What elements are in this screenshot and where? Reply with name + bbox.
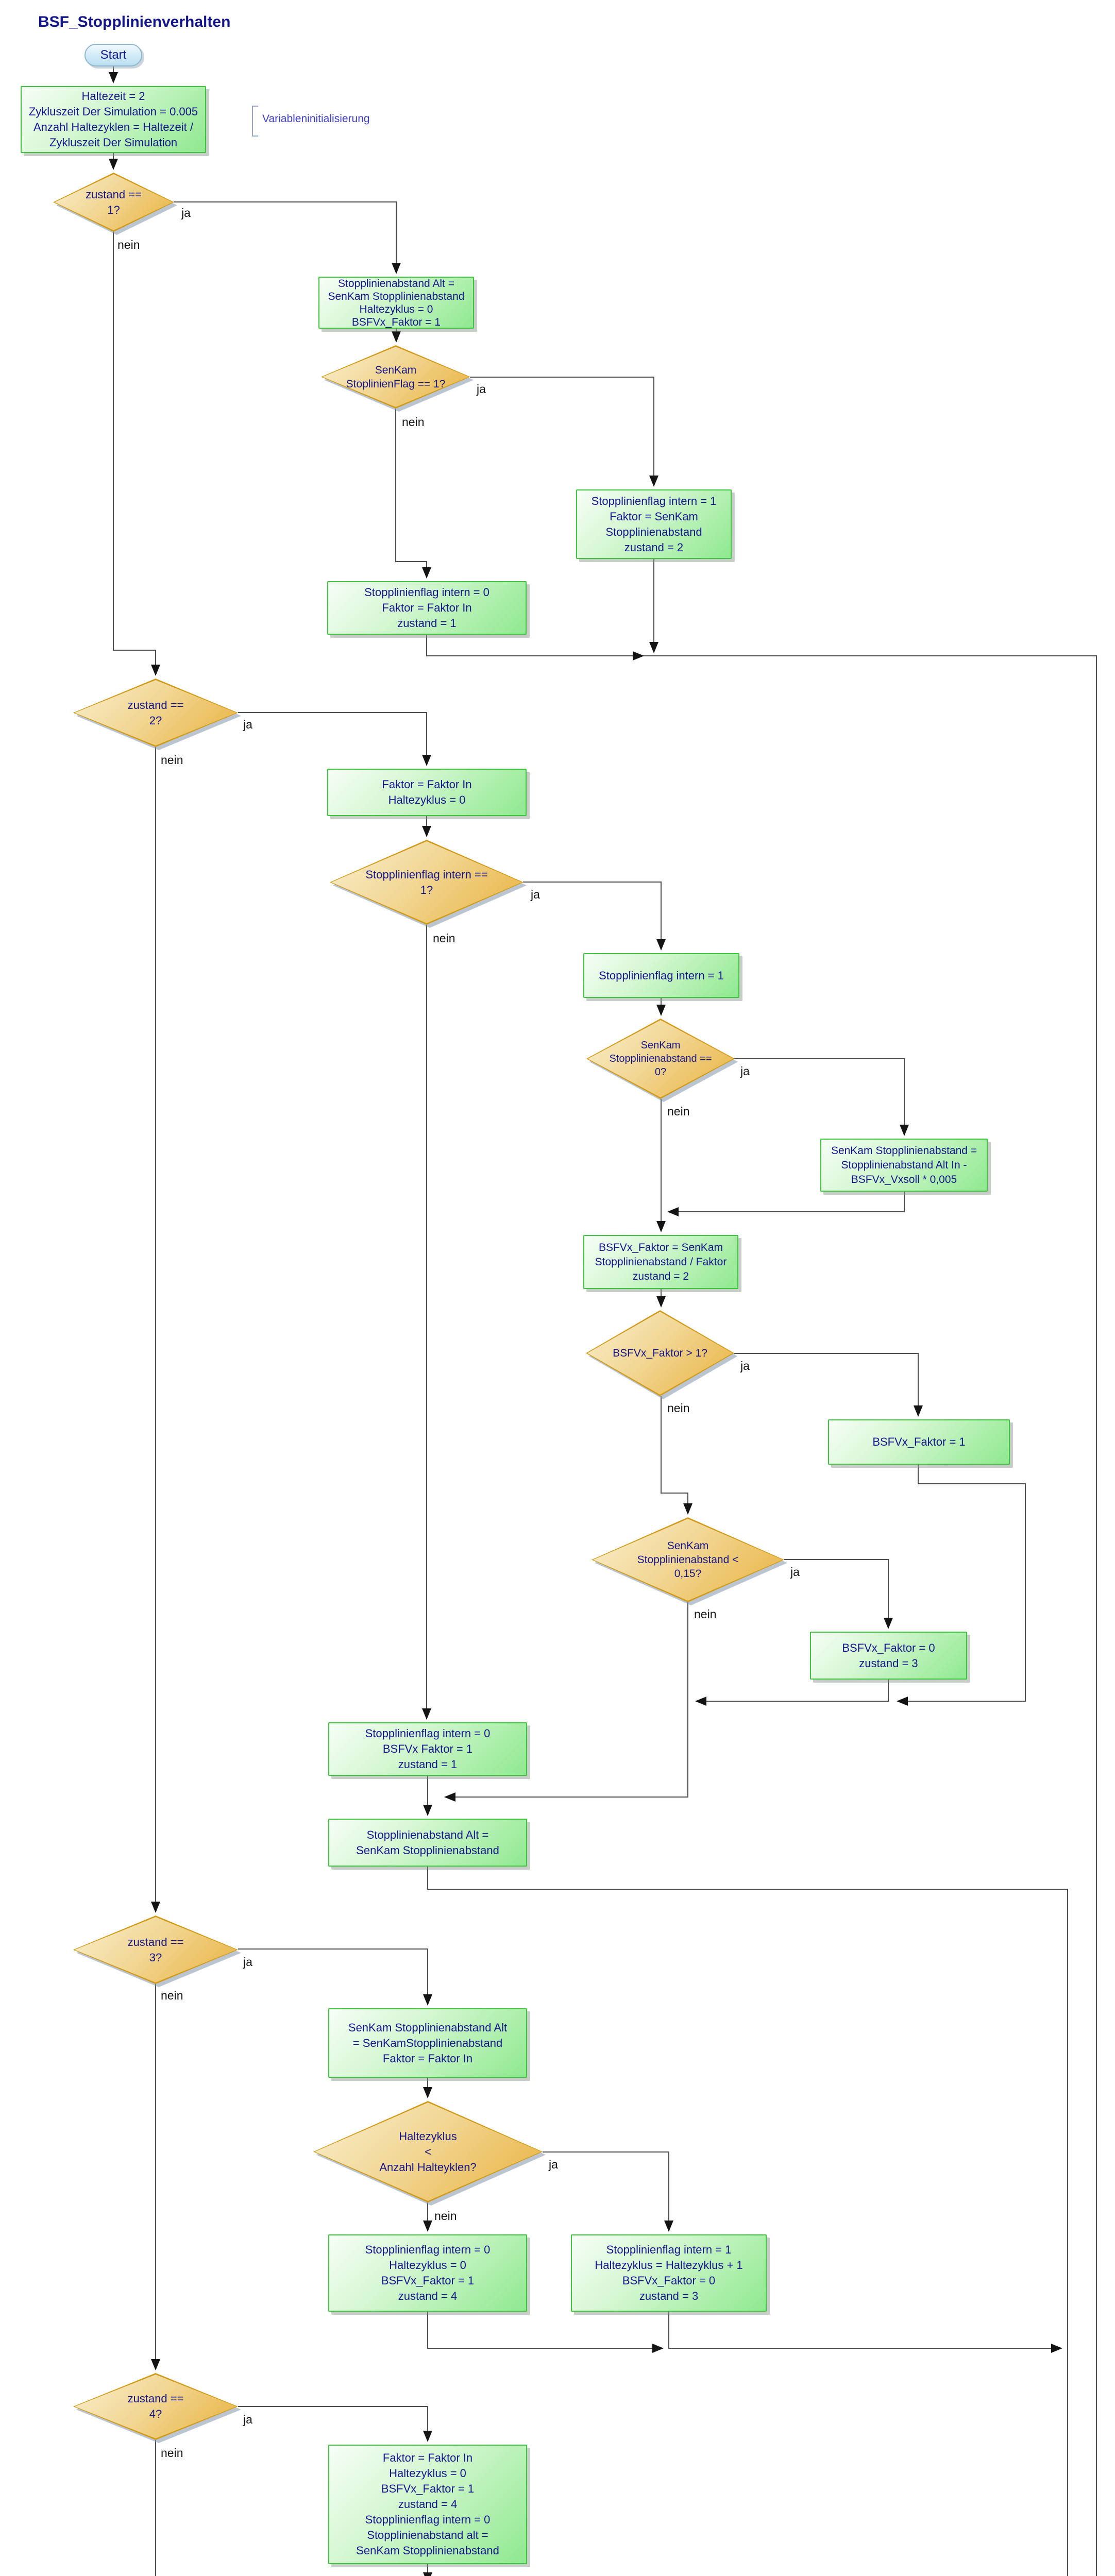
- edge-label-nein: nein: [694, 1607, 717, 1621]
- edge-label-nein: nein: [434, 2209, 457, 2223]
- process-alt-update-text: Stopplinienabstand Alt = SenKam Stopplin…: [356, 1828, 499, 1857]
- decision-zustand-3-text: zustand == 3?: [127, 1935, 184, 1964]
- edge-label-nein: nein: [161, 2446, 183, 2460]
- process-halte0[interactable]: Stopplinienflag intern = 0 Haltezyklus =…: [328, 2234, 527, 2312]
- edge-label-nein: nein: [117, 238, 140, 251]
- process-flag0-text: Stopplinienflag intern = 0 Faktor = Fakt…: [364, 586, 489, 630]
- process-faktor-in-text: Faktor = Faktor In Haltezyklus = 0: [382, 778, 472, 806]
- note-variableninitialisierung: Variableninitialisierung: [252, 106, 370, 137]
- edge-label-nein: nein: [433, 931, 455, 945]
- decision-flag-intern[interactable]: Stopplinienflag intern == 1?: [330, 840, 527, 928]
- process-halte1[interactable]: Stopplinienflag intern = 1 Haltezyklus =…: [571, 2234, 767, 2312]
- edge-label-ja: ja: [740, 1359, 750, 1372]
- edge-label-nein: nein: [402, 415, 425, 429]
- process-big-reset[interactable]: Faktor = Faktor In Haltezyklus = 0 BSFVx…: [328, 2445, 527, 2564]
- decision-zustand-3[interactable]: zustand == 3?: [73, 1916, 241, 1987]
- decision-abstand-lt015-text: SenKam Stopplinienabstand < 0,15?: [637, 1540, 739, 1580]
- process-flag0[interactable]: Stopplinienflag intern = 0 Faktor = Fakt…: [327, 581, 527, 635]
- process-reset1-text: Stopplinienflag intern = 0 BSFVx Faktor …: [365, 1727, 491, 1771]
- edge-label-ja: ja: [531, 888, 540, 901]
- diagram-title: BSF_Stopplinienverhalten: [38, 13, 231, 30]
- decision-flag-intern-text: Stopplinienflag intern == 1?: [365, 868, 488, 896]
- decision-zustand-4[interactable]: zustand == 4?: [73, 2373, 241, 2443]
- decision-zustand-2[interactable]: zustand == 2?: [73, 679, 241, 750]
- edge-label-ja: ja: [181, 206, 191, 219]
- start-label: Start: [100, 48, 127, 62]
- edge-label-nein: nein: [161, 1989, 183, 2002]
- process-faktor-eq1[interactable]: BSFVx_Faktor = 1: [828, 1419, 1010, 1465]
- edge-label-nein: nein: [667, 1105, 690, 1118]
- process-faktor-eq0-text: BSFVx_Faktor = 0 zustand = 3: [842, 1641, 935, 1670]
- process-flag1[interactable]: Stopplinienflag intern = 1 Faktor = SenK…: [576, 489, 732, 559]
- edge-label-ja: ja: [243, 718, 252, 731]
- decision-abstand-0[interactable]: SenKam Stopplinienabstand == 0?: [586, 1019, 738, 1102]
- process-intern1-text: Stopplinienflag intern = 1: [599, 969, 724, 982]
- note-text: Variableninitialisierung: [262, 113, 370, 125]
- process-bsfvx-calc-text: BSFVx_Faktor = SenKam Stopplinienabstand…: [595, 1241, 727, 1282]
- decision-faktor-gt1[interactable]: BSFVx_Faktor > 1?: [586, 1310, 737, 1399]
- decision-zustand-2-text: zustand == 2?: [127, 698, 184, 727]
- process-reset1[interactable]: Stopplinienflag intern = 0 BSFVx Faktor …: [328, 1722, 527, 1776]
- process-flag1-text: Stopplinienflag intern = 1 Faktor = SenK…: [591, 494, 717, 554]
- process-halte1-text: Stopplinienflag intern = 1 Haltezyklus =…: [595, 2243, 743, 2302]
- process-big-reset-text: Faktor = Faktor In Haltezyklus = 0 BSFVx…: [356, 2451, 499, 2557]
- process-intern1[interactable]: Stopplinienflag intern = 1: [583, 953, 739, 998]
- process-senkam-alt[interactable]: SenKam Stopplinienabstand Alt = SenKamSt…: [328, 2008, 527, 2078]
- process-abstand-alt[interactable]: Stopplinienabstand Alt = SenKam Stopplin…: [318, 277, 474, 329]
- process-alt-update[interactable]: Stopplinienabstand Alt = SenKam Stopplin…: [328, 1819, 527, 1867]
- decision-abstand-lt015[interactable]: SenKam Stopplinienabstand < 0,15?: [592, 1517, 787, 1605]
- process-faktor-eq1-text: BSFVx_Faktor = 1: [872, 1435, 966, 1448]
- process-senkam-calc-text: SenKam Stopplinienabstand = Stoppliniena…: [831, 1144, 977, 1185]
- process-faktor-eq0[interactable]: BSFVx_Faktor = 0 zustand = 3: [810, 1632, 967, 1680]
- edge-label-ja: ja: [740, 1064, 750, 1078]
- edge-label-ja: ja: [243, 1955, 252, 1969]
- decision-haltezyklus-text: Haltezyklus < Anzahl Halteyklen?: [379, 2129, 477, 2174]
- decision-zustand-1[interactable]: zustand == 1?: [53, 173, 177, 235]
- edge-label-ja: ja: [243, 2413, 252, 2426]
- edge-label-ja: ja: [790, 1565, 800, 1579]
- process-senkam-calc[interactable]: SenKam Stopplinienabstand = Stoppliniena…: [820, 1139, 988, 1192]
- decision-abstand-0-text: SenKam Stopplinienabstand == 0?: [609, 1040, 712, 1078]
- edge-label-nein: nein: [161, 753, 183, 767]
- process-senkam-alt-text: SenKam Stopplinienabstand Alt = SenKamSt…: [348, 2021, 508, 2065]
- start-node[interactable]: Start: [85, 44, 142, 66]
- decision-stoplinienflag-text: SenKam StoplinienFlag == 1?: [346, 364, 446, 390]
- decision-stoplinienflag[interactable]: SenKam StoplinienFlag == 1?: [321, 345, 474, 412]
- decision-haltezyklus[interactable]: Haltezyklus < Anzahl Halteyklen?: [313, 2101, 546, 2206]
- decision-zustand-4-text: zustand == 4?: [127, 2392, 184, 2420]
- process-faktor-in[interactable]: Faktor = Faktor In Haltezyklus = 0: [327, 769, 527, 816]
- process-init-text: Haltezeit = 2 Zykluszeit Der Simulation …: [28, 90, 198, 149]
- edge-label-nein: nein: [667, 1401, 690, 1415]
- process-halte0-text: Stopplinienflag intern = 0 Haltezyklus =…: [365, 2243, 491, 2302]
- note-bracket-icon: [252, 106, 258, 137]
- process-abstand-alt-text: Stopplinienabstand Alt = SenKam Stopplin…: [328, 277, 465, 328]
- process-bsfvx-calc[interactable]: BSFVx_Faktor = SenKam Stopplinienabstand…: [583, 1235, 738, 1289]
- edge-label-ja: ja: [477, 382, 486, 396]
- decision-faktor-gt1-text: BSFVx_Faktor > 1?: [613, 1347, 707, 1359]
- edge-label-ja: ja: [549, 2158, 558, 2171]
- process-init[interactable]: Haltezeit = 2 Zykluszeit Der Simulation …: [21, 86, 206, 153]
- decision-zustand-1-text: zustand == 1?: [86, 188, 142, 216]
